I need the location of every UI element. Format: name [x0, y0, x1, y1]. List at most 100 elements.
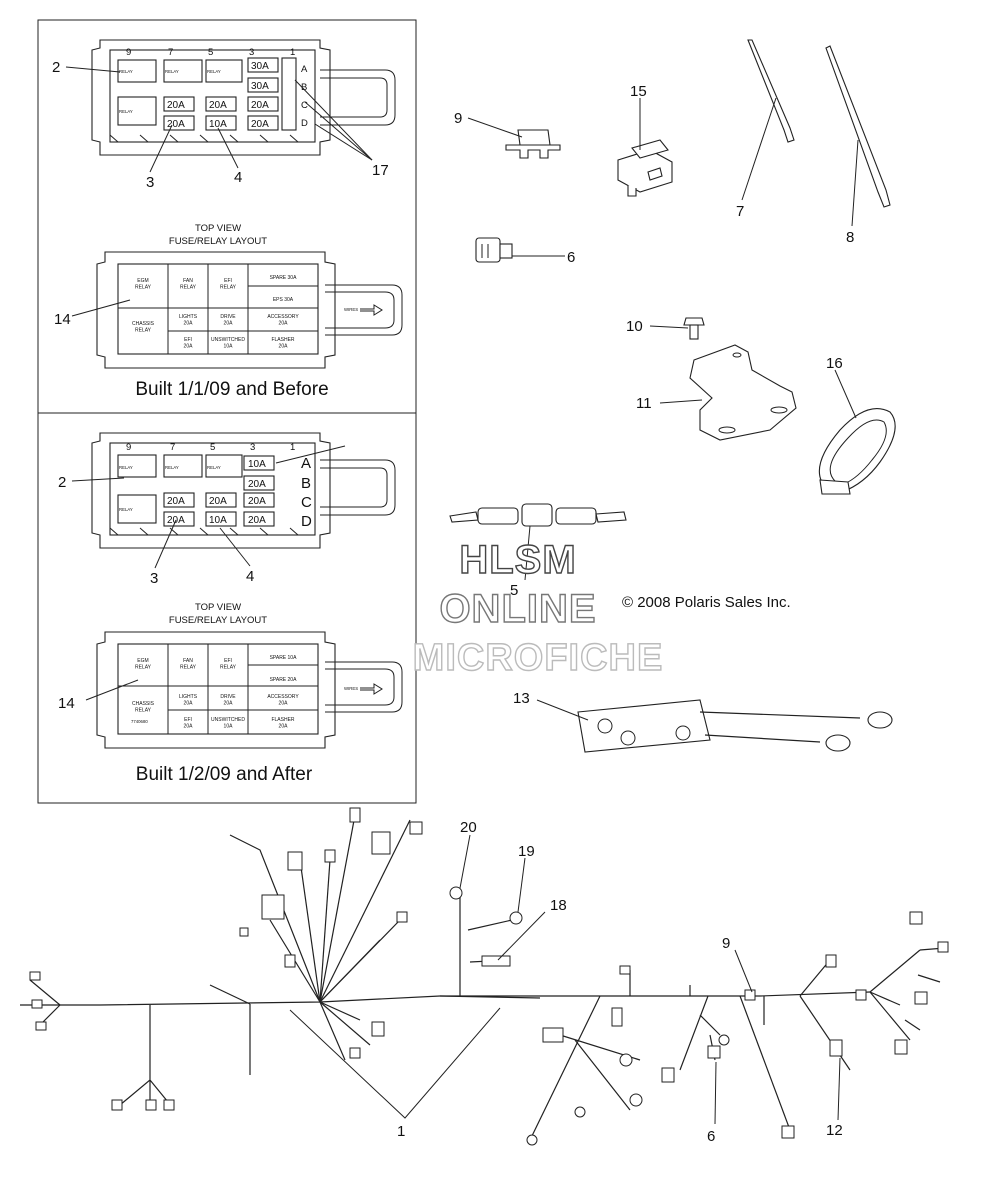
- layout-cell-label: SPARE 10A: [270, 655, 298, 661]
- relay-label: RELAY: [119, 507, 133, 512]
- part-stamp: 7740680: [131, 719, 148, 724]
- slot-number: 7: [168, 47, 173, 58]
- relay-label: RELAY: [119, 465, 133, 470]
- callout-label: 6: [707, 1128, 715, 1145]
- fuse-box-after: RELAY RELAY RELAY RELAY 10A 20A 20A 20A …: [91, 432, 396, 549]
- top-view-title: TOP VIEW: [195, 602, 241, 613]
- callout-label: 8: [846, 229, 854, 246]
- relay-label: RELAY: [119, 109, 133, 114]
- caption-before: Built 1/1/09 and Before: [135, 379, 328, 400]
- sensor-part: [617, 139, 673, 197]
- callout-label: 5: [510, 582, 518, 599]
- slot-number: 9: [126, 442, 131, 453]
- callout-label: 6: [567, 249, 575, 266]
- callout-label: 3: [146, 174, 154, 191]
- fuse-rating: 20A: [209, 496, 227, 507]
- row-letter: A: [301, 455, 311, 472]
- slot-number: 5: [210, 442, 215, 453]
- callout-label: 17: [372, 162, 389, 179]
- callout-label: 1: [397, 1123, 405, 1140]
- circuit-breaker-part: [505, 129, 561, 159]
- callout-label: 14: [54, 311, 71, 328]
- watermark-line-2: ONLINE: [439, 587, 596, 631]
- callout-label: 9: [722, 935, 730, 952]
- row-letter: B: [301, 82, 307, 93]
- relay-label: RELAY: [165, 465, 179, 470]
- callout-label: 12: [826, 1122, 843, 1139]
- fuse-rating: 20A: [167, 496, 185, 507]
- row-letter: C: [301, 100, 308, 111]
- callout-label: 16: [826, 355, 843, 372]
- layout-cell-label: SPARE 30A: [270, 275, 298, 281]
- fuse-rating: 30A: [251, 61, 269, 72]
- row-letter: C: [301, 494, 312, 511]
- callout-label: 9: [454, 110, 462, 127]
- fuse-rating: 30A: [251, 81, 269, 92]
- watermark-line-1: HLSM: [459, 538, 576, 582]
- fuse-rating: 20A: [167, 119, 185, 130]
- row-letter: D: [301, 118, 308, 129]
- layout-cell-label: EPS 30A: [273, 297, 294, 303]
- callout-label: 4: [234, 169, 242, 186]
- wires-label: WIRES: [344, 307, 358, 312]
- top-view-title: TOP VIEW: [195, 223, 241, 234]
- callout-label: 4: [246, 568, 254, 585]
- slot-number: 1: [290, 47, 295, 58]
- fuse-layout-before: [96, 251, 403, 369]
- leader-lines: [65, 66, 859, 1125]
- slot-number: 1: [290, 442, 295, 453]
- slot-number: 3: [250, 442, 255, 453]
- fuse-box-before: RELAY RELAY RELAY RELAY 30A 30A 20A 20A …: [91, 39, 396, 156]
- bracket-part: [689, 344, 797, 441]
- slot-number: 3: [249, 47, 254, 58]
- fuse-rating: 20A: [248, 479, 266, 490]
- callout-label: 11: [636, 395, 652, 412]
- row-letter: B: [301, 475, 311, 492]
- clamp-part: [818, 408, 896, 495]
- callout-label: 2: [52, 59, 60, 76]
- watermark-line-3: MICROFICHE: [413, 637, 664, 679]
- cable-tie-part: [747, 39, 891, 208]
- caption-after: Built 1/2/09 and After: [136, 764, 313, 785]
- fuse-rating: 10A: [248, 459, 266, 470]
- top-view-subtitle: FUSE/RELAY LAYOUT: [169, 236, 267, 247]
- wire-harness: [20, 807, 949, 1146]
- fuse-rating: 20A: [248, 496, 266, 507]
- callout-label: 20: [460, 819, 477, 836]
- fuse-rating: 20A: [251, 119, 269, 130]
- relay-label: RELAY: [119, 69, 133, 74]
- slot-number: 5: [208, 47, 213, 58]
- fuse-rating: 20A: [248, 515, 266, 526]
- callout-label: 14: [58, 695, 75, 712]
- top-view-subtitle: FUSE/RELAY LAYOUT: [169, 615, 267, 626]
- relay-label: RELAY: [207, 69, 221, 74]
- battery-cable-part: [577, 699, 893, 753]
- fuse-rating: 10A: [209, 119, 227, 130]
- copyright-notice: © 2008 Polaris Sales Inc.: [622, 594, 791, 611]
- fuse-layout-after: [96, 631, 403, 749]
- slot-number: 9: [126, 47, 131, 58]
- row-letter: D: [301, 513, 312, 530]
- bolt-part: [683, 317, 705, 340]
- callout-label: 18: [550, 897, 567, 914]
- callout-label: 15: [630, 83, 647, 100]
- callout-label: 3: [150, 570, 158, 587]
- fuse-rating: 10A: [209, 515, 227, 526]
- slot-number: 7: [170, 442, 175, 453]
